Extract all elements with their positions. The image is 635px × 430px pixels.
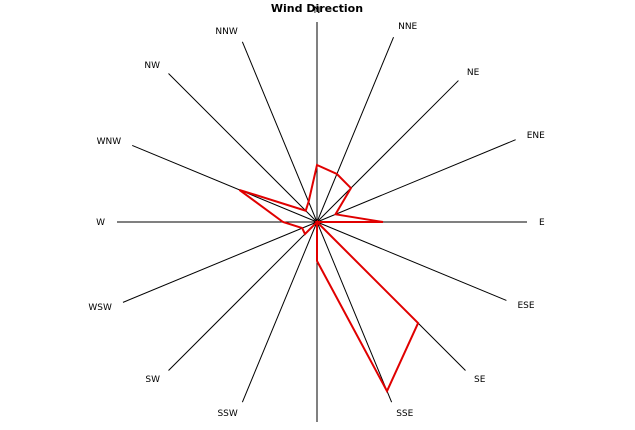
spoke-nnw [241, 41, 318, 223]
direction-label-nw: NW [144, 61, 160, 71]
spoke-nw [168, 73, 318, 223]
direction-label-wsw: WSW [88, 303, 112, 313]
spoke-ssw [241, 221, 318, 403]
spoke-ene [316, 139, 516, 223]
spoke-sw [168, 221, 318, 371]
direction-labels: NNNENEENEEESESESSESSSWSWWSWWWNWNWNNW [88, 6, 545, 419]
direction-label-sw: SW [145, 375, 160, 385]
direction-label-ene: ENE [527, 131, 545, 141]
direction-label-nne: NNE [398, 22, 417, 32]
direction-label-sse: SSE [396, 409, 413, 419]
direction-label-ne: NE [467, 68, 480, 78]
direction-label-e: E [539, 218, 545, 228]
spoke-nne [316, 37, 394, 223]
direction-label-ssw: SSW [217, 409, 237, 419]
spoke-ese [316, 221, 507, 301]
direction-label-n: N [314, 6, 321, 16]
data-series [238, 163, 420, 394]
spoke-sse [316, 221, 393, 403]
spoke-ne [316, 80, 459, 223]
direction-label-nnw: NNW [215, 27, 237, 37]
series-polygon [238, 163, 420, 394]
direction-label-se: SE [474, 375, 486, 385]
direction-label-wnw: WNW [97, 137, 122, 147]
chart-title: Wind Direction [271, 2, 363, 15]
direction-label-ese: ESE [518, 301, 535, 311]
direction-label-w: W [96, 218, 105, 228]
spoke-wnw [132, 145, 318, 223]
spoke-wsw [122, 221, 318, 303]
